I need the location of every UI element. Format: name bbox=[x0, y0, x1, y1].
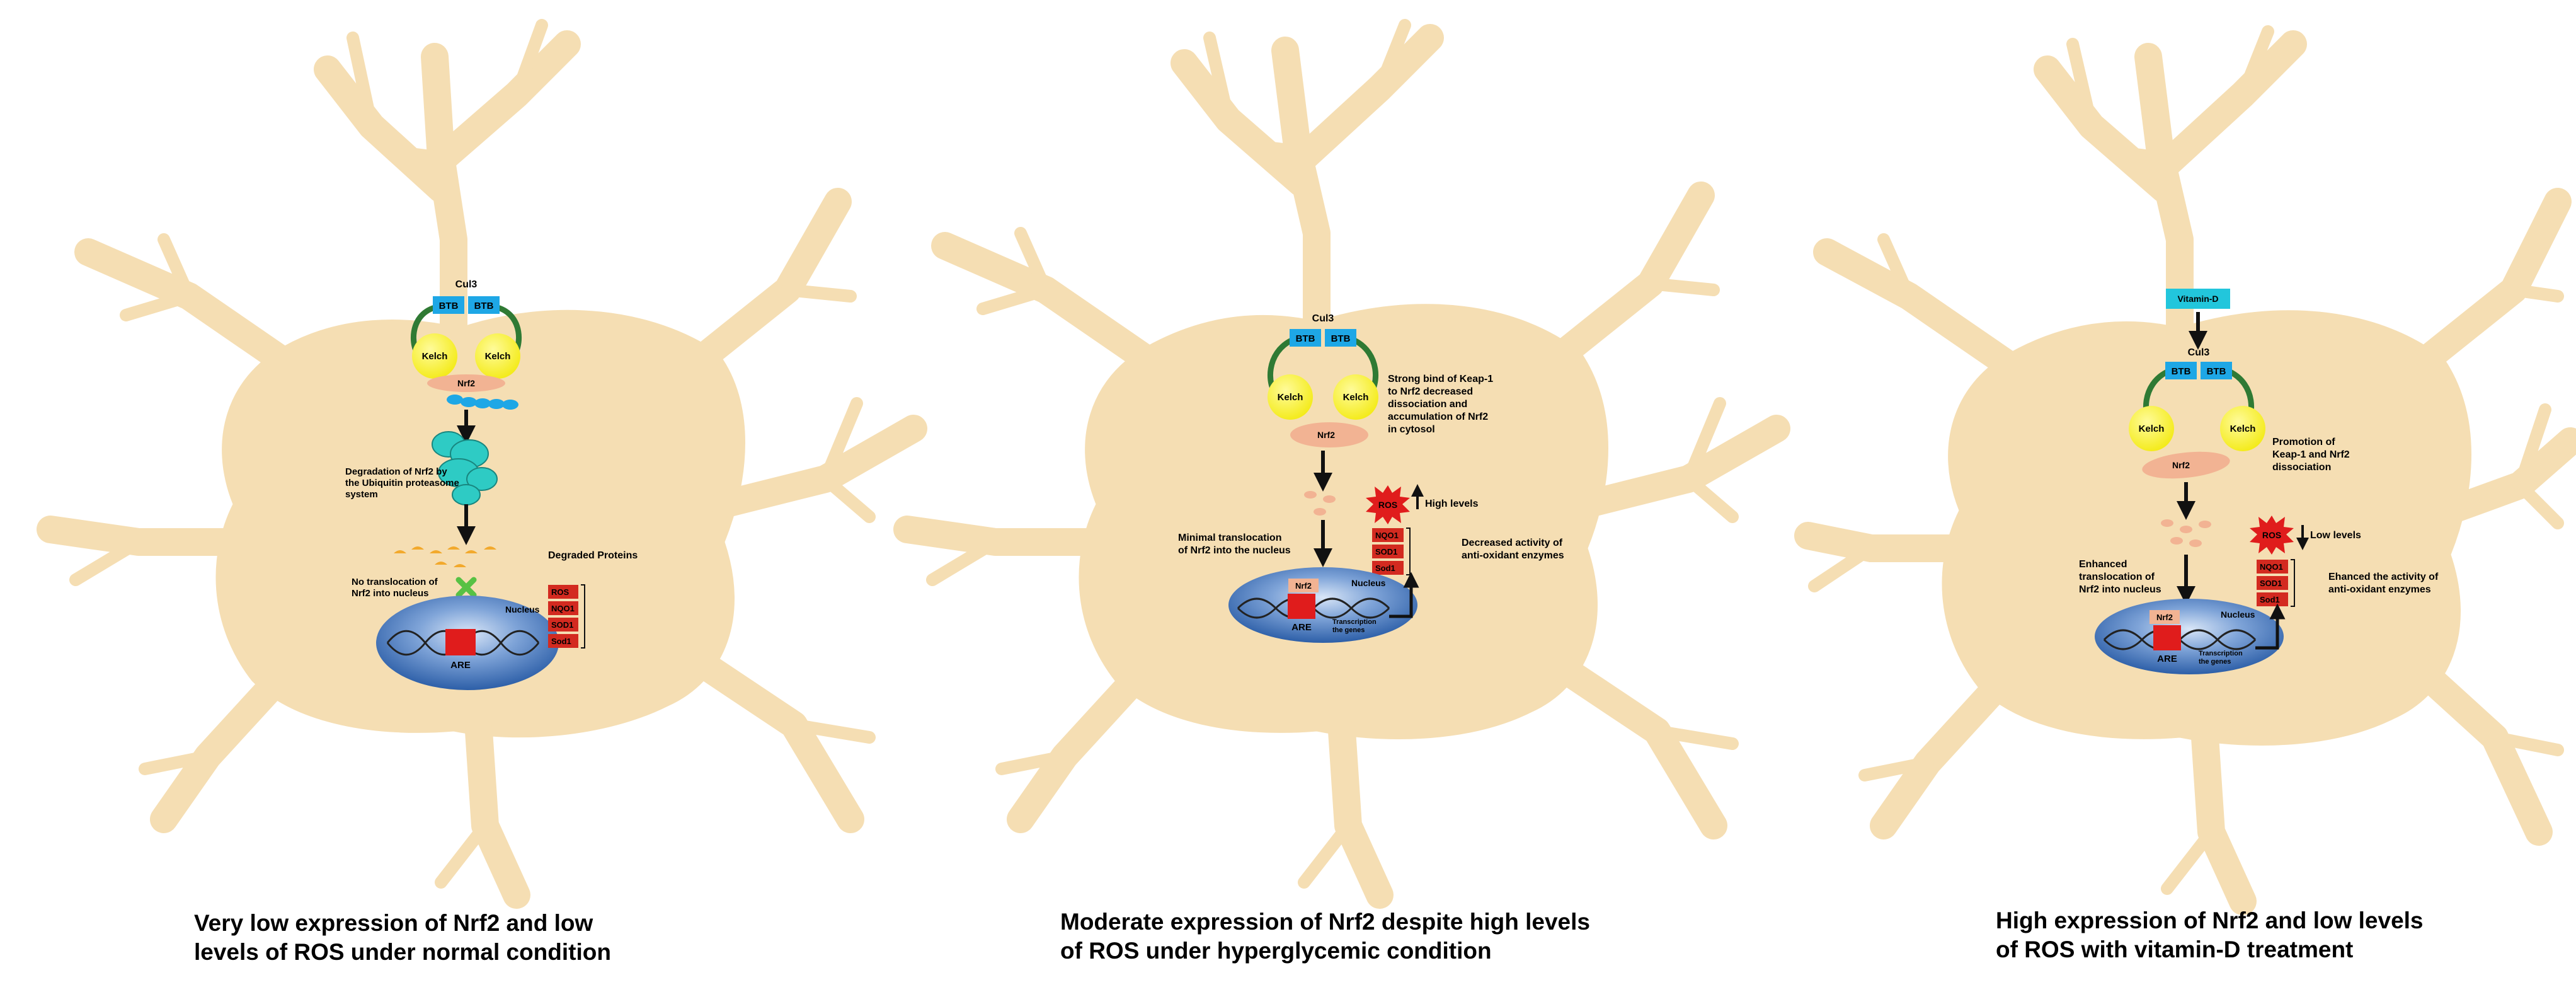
cytosolic-nrf2-dots bbox=[2161, 519, 2211, 547]
vitamin-d-label: Vitamin-D bbox=[2177, 294, 2218, 304]
btb-left-label: BTB bbox=[2172, 366, 2191, 377]
kelch-right bbox=[475, 333, 520, 379]
enzyme-label: NQO1 bbox=[2260, 562, 2283, 572]
nucleus: Nucleus ARE Nrf2 Transcription the genes bbox=[2095, 599, 2286, 674]
keap1-binding-label: Strong bind of Keap-1 to Nrf2 decreased … bbox=[1388, 374, 1496, 435]
proteasome-icon bbox=[432, 431, 498, 505]
kelch-left bbox=[2129, 406, 2174, 451]
keap1-complex: Cul3 BTB BTB Kelch Kelch Nrf2 bbox=[1267, 313, 1379, 447]
degraded-proteins-label: Degraded Proteins bbox=[548, 550, 638, 561]
enzyme-label: NQO1 bbox=[551, 604, 575, 613]
kelch-right-label: Kelch bbox=[1343, 392, 1369, 403]
are-box bbox=[445, 629, 476, 655]
enzyme-label: Sod1 bbox=[2260, 595, 2280, 604]
nucleus-label: Nucleus bbox=[505, 604, 540, 614]
btb-box-right bbox=[2201, 362, 2232, 379]
btb-box-left bbox=[433, 296, 464, 314]
btb-right-label: BTB bbox=[2207, 366, 2226, 377]
kelch-right bbox=[1333, 374, 1378, 420]
nucleus: Nucleus ARE bbox=[376, 596, 559, 690]
transcription-label: Transcription the genes bbox=[1332, 618, 1378, 634]
ubiquitin-degradation-label: Degradation of Nrf2 by the Ubiquitin pro… bbox=[345, 466, 462, 500]
btb-box-left bbox=[2165, 362, 2197, 379]
enzyme-label: ROS bbox=[551, 587, 570, 597]
panel-normal: Cul3 BTB BTB Kelch Kelch Nrf2 Degradatio… bbox=[37, 19, 927, 909]
kelch-left-label: Kelch bbox=[2139, 424, 2165, 434]
btb-box-left bbox=[1290, 329, 1321, 347]
kelch-right-label: Kelch bbox=[485, 351, 511, 362]
ros-level-label: Low levels bbox=[2310, 530, 2361, 541]
btb-left-label: BTB bbox=[439, 301, 459, 311]
nrf2-label: Nrf2 bbox=[2172, 460, 2190, 470]
cytosolic-nrf2-dots bbox=[1304, 491, 1336, 516]
btb-right-label: BTB bbox=[474, 301, 494, 311]
enzyme-list: NQO1 SOD1 Sod1 bbox=[1372, 528, 1411, 575]
no-translocation-label: No translocation of Nrf2 into nucleus bbox=[352, 577, 440, 599]
enzyme-label: SOD1 bbox=[2260, 579, 2282, 588]
enzyme-label: Sod1 bbox=[551, 637, 571, 646]
degraded-proteins bbox=[394, 546, 496, 567]
are-label: ARE bbox=[2157, 654, 2177, 664]
minimal-translocation-label: Minimal translocation of Nrf2 into the n… bbox=[1178, 533, 1291, 556]
nuclear-nrf2-box bbox=[1288, 579, 1319, 592]
promotion-label: Promotion of Keap-1 and Nrf2 dissociatio… bbox=[2272, 437, 2352, 473]
ros-label: ROS bbox=[1378, 500, 1397, 510]
are-label: ARE bbox=[450, 660, 471, 671]
enzyme-label: SOD1 bbox=[551, 620, 573, 630]
no-translocation-x-icon bbox=[455, 577, 477, 598]
ubiquitin-chain bbox=[447, 395, 518, 410]
btb-left-label: BTB bbox=[1296, 333, 1315, 344]
enzyme-label: SOD1 bbox=[1375, 547, 1397, 557]
neuron-cell-body bbox=[37, 19, 927, 909]
nrf2-label: Nrf2 bbox=[457, 378, 475, 388]
kelch-left bbox=[412, 333, 457, 379]
nuclear-nrf2-box bbox=[2150, 610, 2180, 624]
ros-label: ROS bbox=[2262, 530, 2281, 540]
nuclear-nrf2-label: Nrf2 bbox=[1295, 581, 1312, 591]
nucleus: Nucleus ARE Nrf2 Transcription the genes bbox=[1228, 567, 1419, 643]
cul3-label: Cul3 bbox=[455, 279, 478, 290]
are-label: ARE bbox=[1291, 622, 1312, 633]
ros-burst-icon: ROS bbox=[2250, 516, 2294, 555]
kelch-right bbox=[2220, 406, 2265, 451]
nucleus-label: Nucleus bbox=[2221, 609, 2255, 620]
caption-vitamin-d: High expression of Nrf2 and low levels o… bbox=[1996, 908, 2424, 962]
enhanced-translocation-label: Enhanced translocation of Nrf2 into nucl… bbox=[2079, 559, 2161, 595]
are-box bbox=[2153, 625, 2181, 650]
btb-box-right bbox=[1325, 329, 1356, 347]
ros-level-label: High levels bbox=[1425, 499, 1479, 509]
nucleus-label: Nucleus bbox=[1351, 578, 1386, 588]
nuclear-nrf2-label: Nrf2 bbox=[2156, 613, 2173, 622]
enzyme-list: NQO1 SOD1 Sod1 bbox=[2257, 559, 2295, 607]
enzyme-label: NQO1 bbox=[1375, 531, 1399, 540]
caption-hyperglycemic: Moderate expression of Nrf2 despite high… bbox=[1060, 909, 1590, 964]
enzyme-activity-label: Decreased activity of anti-oxidant enzym… bbox=[1462, 538, 1566, 561]
kelch-left-label: Kelch bbox=[1278, 392, 1303, 403]
nrf2-oval bbox=[1290, 422, 1368, 447]
kelch-left bbox=[1268, 374, 1313, 420]
panel-vitamin-d: Vitamin-D Cul3 BTB BTB Kelch Kelch Nrf2 … bbox=[1794, 25, 2576, 915]
caption-normal: Very low expression of Nrf2 and low leve… bbox=[194, 910, 611, 965]
nrf2-label: Nrf2 bbox=[1317, 430, 1335, 440]
btb-right-label: BTB bbox=[1331, 333, 1351, 344]
vitamin-d-box bbox=[2166, 289, 2230, 309]
cul3-label: Cul3 bbox=[1312, 313, 1334, 324]
nrf2-oval bbox=[2142, 451, 2230, 479]
ros-burst-icon: ROS bbox=[1366, 485, 1410, 524]
keap1-complex: Cul3 BTB BTB Kelch Kelch Nrf2 bbox=[411, 279, 522, 410]
neuron-cell-body bbox=[893, 19, 1790, 909]
panel-hyperglycemic: Cul3 BTB BTB Kelch Kelch Nrf2 Strong bin… bbox=[893, 19, 1790, 909]
enzyme-label: Sod1 bbox=[1375, 563, 1395, 573]
nrf2-oval bbox=[427, 374, 505, 392]
keap1-complex: Cul3 BTB BTB Kelch Kelch Nrf2 bbox=[2129, 347, 2265, 479]
kelch-right-label: Kelch bbox=[2230, 424, 2256, 434]
btb-box-right bbox=[468, 296, 500, 314]
enzyme-list: ROS NQO1 SOD1 Sod1 bbox=[548, 584, 585, 649]
enzyme-activity-label: Ehanced the activity of anti-oxidant enz… bbox=[2328, 572, 2441, 595]
cul3-label: Cul3 bbox=[2188, 347, 2210, 358]
are-box bbox=[1288, 594, 1315, 619]
kelch-left-label: Kelch bbox=[422, 351, 448, 362]
transcription-label: Transcription the genes bbox=[2199, 650, 2245, 666]
